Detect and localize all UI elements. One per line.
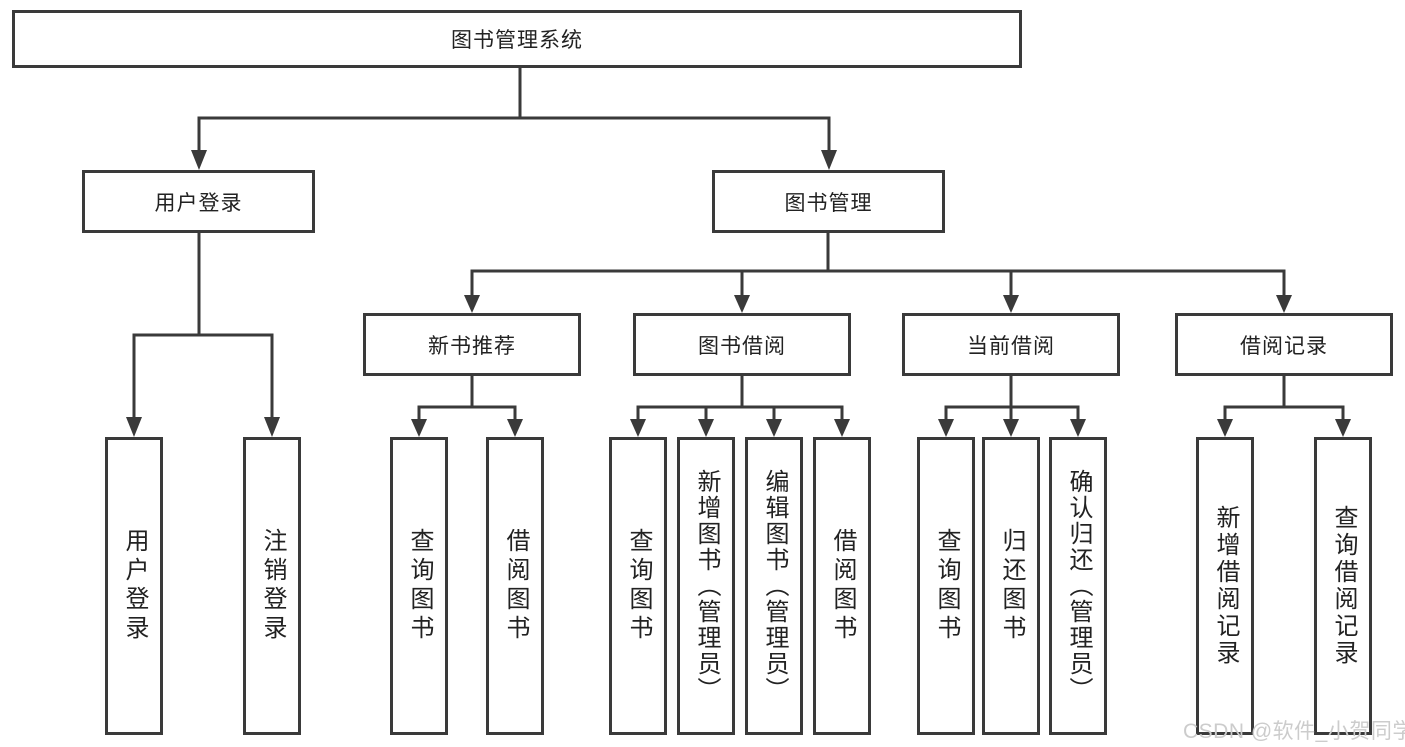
csdn-watermark: CSDN @软件_小贺同学 — [1183, 720, 1405, 743]
node-book-mgmt: 图书管理 — [712, 170, 945, 233]
node-borrow-records-label: 借阅记录 — [1240, 334, 1328, 358]
node-leaf-bb-add-label: 新增图书（管理员） — [693, 469, 720, 703]
node-user-login: 用户登录 — [82, 170, 315, 233]
node-new-book-rec: 新书推荐 — [363, 313, 581, 376]
node-current-borrow-label: 当前借阅 — [967, 334, 1055, 358]
node-leaf-cb-confirm-label: 确认归还（管理员） — [1065, 469, 1092, 703]
node-leaf-bb-query-label: 查询图书 — [625, 528, 652, 644]
node-leaf-nb-borrow-label: 借阅图书 — [502, 528, 529, 644]
arrow-to-book-borrow — [734, 295, 750, 313]
node-leaf-br-query: 查询借阅记录 — [1314, 437, 1372, 735]
node-root-label: 图书管理系统 — [451, 29, 583, 52]
node-book-borrow: 图书借阅 — [633, 313, 851, 376]
node-leaf-bb-query: 查询图书 — [609, 437, 667, 735]
node-leaf-cb-confirm: 确认归还（管理员） — [1049, 437, 1107, 735]
node-current-borrow: 当前借阅 — [902, 313, 1120, 376]
node-root: 图书管理系统 — [12, 10, 1022, 68]
node-leaf-logout: 注销登录 — [243, 437, 301, 735]
node-leaf-bb-edit: 编辑图书（管理员） — [745, 437, 803, 735]
node-user-login-label: 用户登录 — [154, 191, 243, 215]
arrow-to-user-login — [191, 150, 207, 170]
node-leaf-user-login-label: 用户登录 — [121, 528, 148, 644]
arrow-to-ul-logout — [264, 417, 280, 437]
arrow-to-new-book-rec — [464, 295, 480, 313]
node-book-mgmt-label: 图书管理 — [784, 191, 873, 215]
node-leaf-cb-return: 归还图书 — [982, 437, 1040, 735]
arrow-to-current-borrow — [1003, 295, 1019, 313]
node-book-borrow-label: 图书借阅 — [698, 334, 786, 358]
node-leaf-bb-borrow-label: 借阅图书 — [829, 528, 856, 644]
node-leaf-nb-query-label: 查询图书 — [406, 528, 433, 644]
node-leaf-bb-add: 新增图书（管理员） — [677, 437, 735, 735]
node-leaf-cb-return-label: 归还图书 — [998, 528, 1025, 644]
node-leaf-bb-borrow: 借阅图书 — [813, 437, 871, 735]
node-leaf-bb-edit-label: 编辑图书（管理员） — [761, 469, 788, 703]
arrow-to-book-mgmt — [821, 150, 837, 170]
node-leaf-br-add-label: 新增借阅记录 — [1212, 505, 1239, 667]
node-leaf-user-login: 用户登录 — [105, 437, 163, 735]
node-leaf-br-add: 新增借阅记录 — [1196, 437, 1254, 735]
node-borrow-records: 借阅记录 — [1175, 313, 1393, 376]
arrow-to-borrow-records — [1276, 295, 1292, 313]
node-leaf-nb-query: 查询图书 — [390, 437, 448, 735]
node-leaf-nb-borrow: 借阅图书 — [486, 437, 544, 735]
arrow-to-ul-login — [126, 417, 142, 437]
node-leaf-cb-query: 查询图书 — [917, 437, 975, 735]
node-leaf-cb-query-label: 查询图书 — [933, 528, 960, 644]
node-new-book-rec-label: 新书推荐 — [428, 334, 516, 358]
node-leaf-br-query-label: 查询借阅记录 — [1330, 505, 1357, 667]
node-leaf-logout-label: 注销登录 — [259, 528, 286, 644]
